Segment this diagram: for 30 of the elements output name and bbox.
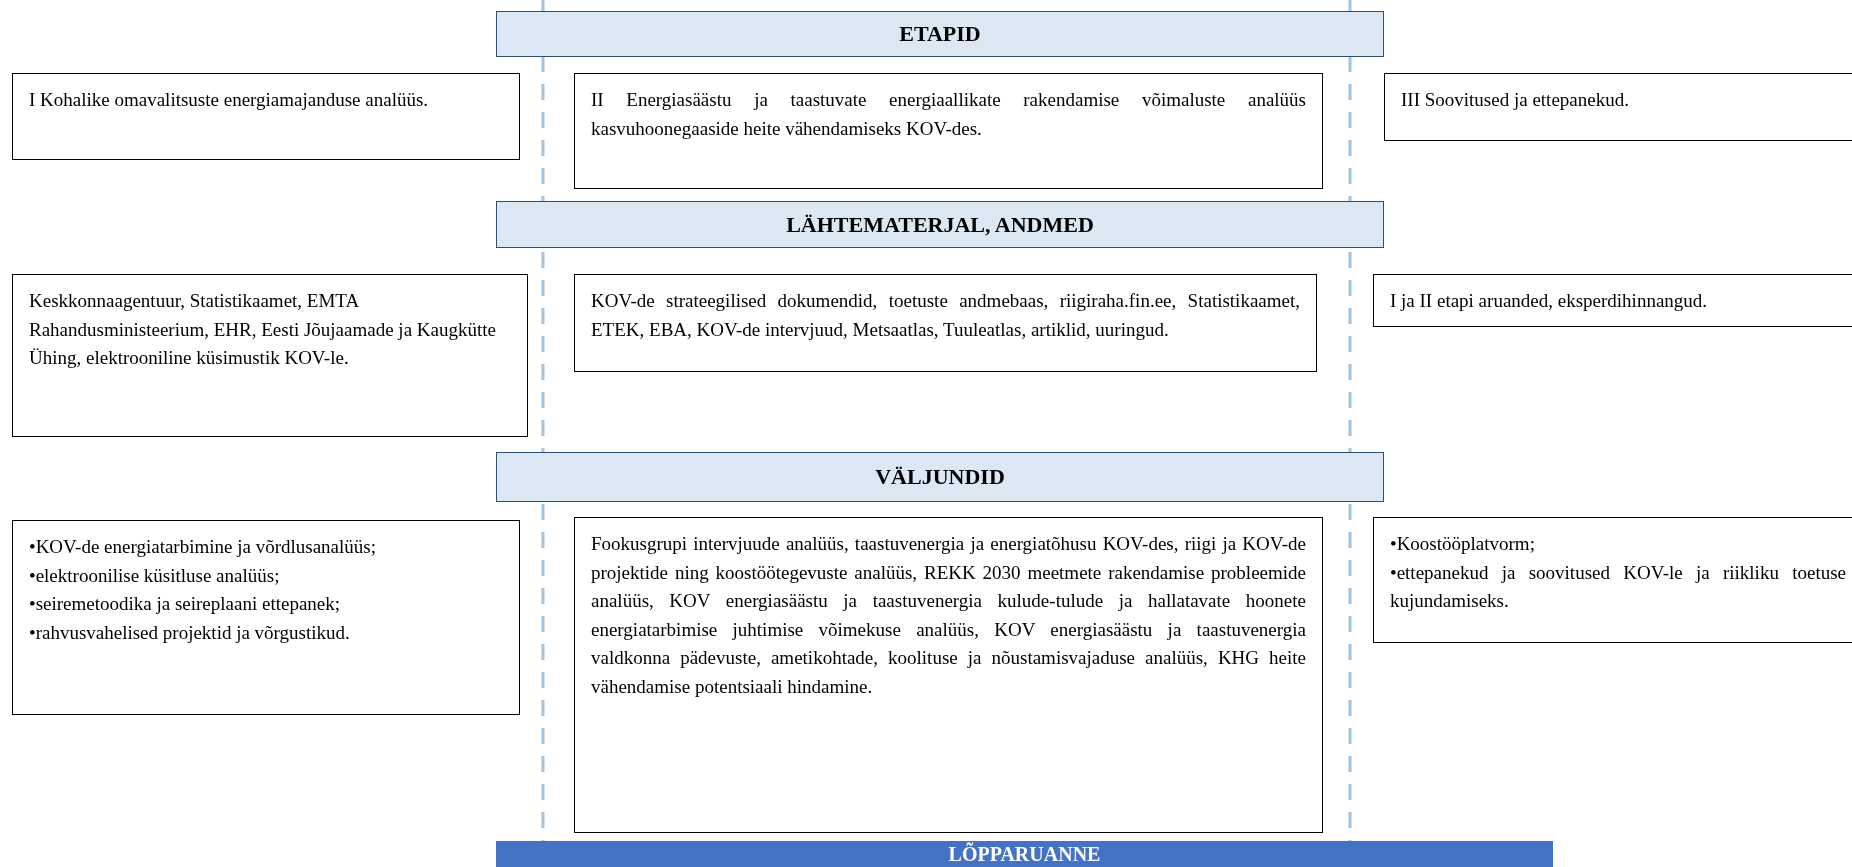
list-item: •rahvusvahelised projektid ja võrgustikud.: [29, 620, 351, 645]
text-box: [574, 517, 1323, 833]
heading-text: LÄHTEMATERJAL, ANDMED: [786, 211, 1094, 238]
text-box: [12, 73, 520, 160]
box-text: III Soovitused ja ettepanekud.: [1401, 88, 1630, 112]
heading-text: VÄLJUNDID: [875, 464, 1005, 490]
section-header-band: [496, 201, 1384, 248]
text-box: [1373, 517, 1852, 643]
list-item: •KOV-de energiatarbimine ja võrdlusanalüüs;: [29, 535, 377, 559]
final-report-band: [496, 841, 1553, 867]
heading-text: ETAPID: [899, 21, 981, 47]
text-box: [1384, 73, 1852, 141]
heading-text: LÕPPARUANNE: [948, 843, 1101, 865]
box-text: Fookusgrupi intervjuude analüüs, taastuvenergia ja energiatõhusu KOV-des, riigi ja KOV-de projektide ning koostöötegevuste analüüs, REKK 2030 meetmete rakendamise probleemide analüüs, KOV energiasäästu ja taastuvenergia kulude-tulude ja hallatavate hoonete energiatarbimise juhtimise võimekuse analüüs, KOV energiasäästu ja taastuvenergia valdkonna pädevuste, ametikohtade, koolituse ja nõustamisvajaduse analüüs, KHG heite vähendamise potentsiaali hindamine.: [591, 532, 1306, 699]
section-header-band: [496, 452, 1384, 502]
text-box: [12, 274, 528, 437]
box-text: Keskkonnaagentuur, Statistikaamet, EMTA Rahandusministeerium, EHR, Eesti Jõujaamade ja Kaugkütte Ühing, elektrooniline küsimustik KOV-le.: [29, 289, 497, 370]
text-box: [574, 274, 1317, 372]
box-text: I Kohalike omavalitsuste energiamajanduse analüüs.: [29, 88, 430, 112]
list-item: •Koostööplatvorm;: [1390, 532, 1536, 556]
box-text: I ja II etapi aruanded, eksperdihinnangud.: [1390, 289, 1709, 313]
list-item: •seiremetoodika ja seireplaani ettepanek;: [29, 592, 342, 616]
text-box: [12, 520, 520, 715]
list-item: •ettepanekud ja soovitused KOV-le ja riikliku toetuse kujundamiseks.: [1390, 560, 1846, 613]
box-text: KOV-de strateegilised dokumendid, toetuste andmebaas, riigiraha.fin.ee, Statistikaamet, ETEK, EBA, KOV-de intervjuud, Metsaatlas, Tuuleatlas, artiklid, uuringud.: [591, 289, 1300, 342]
text-box: [1373, 274, 1852, 327]
section-header-band: [496, 11, 1384, 57]
box-text: II Energiasäästu ja taastuvate energiaallikate rakendamise võimaluste analüüs kasvuhoonegaaside heite vähendamiseks KOV-des.: [591, 88, 1306, 141]
text-box: [574, 73, 1323, 189]
list-item: •elektroonilise küsitluse analüüs;: [29, 563, 281, 588]
